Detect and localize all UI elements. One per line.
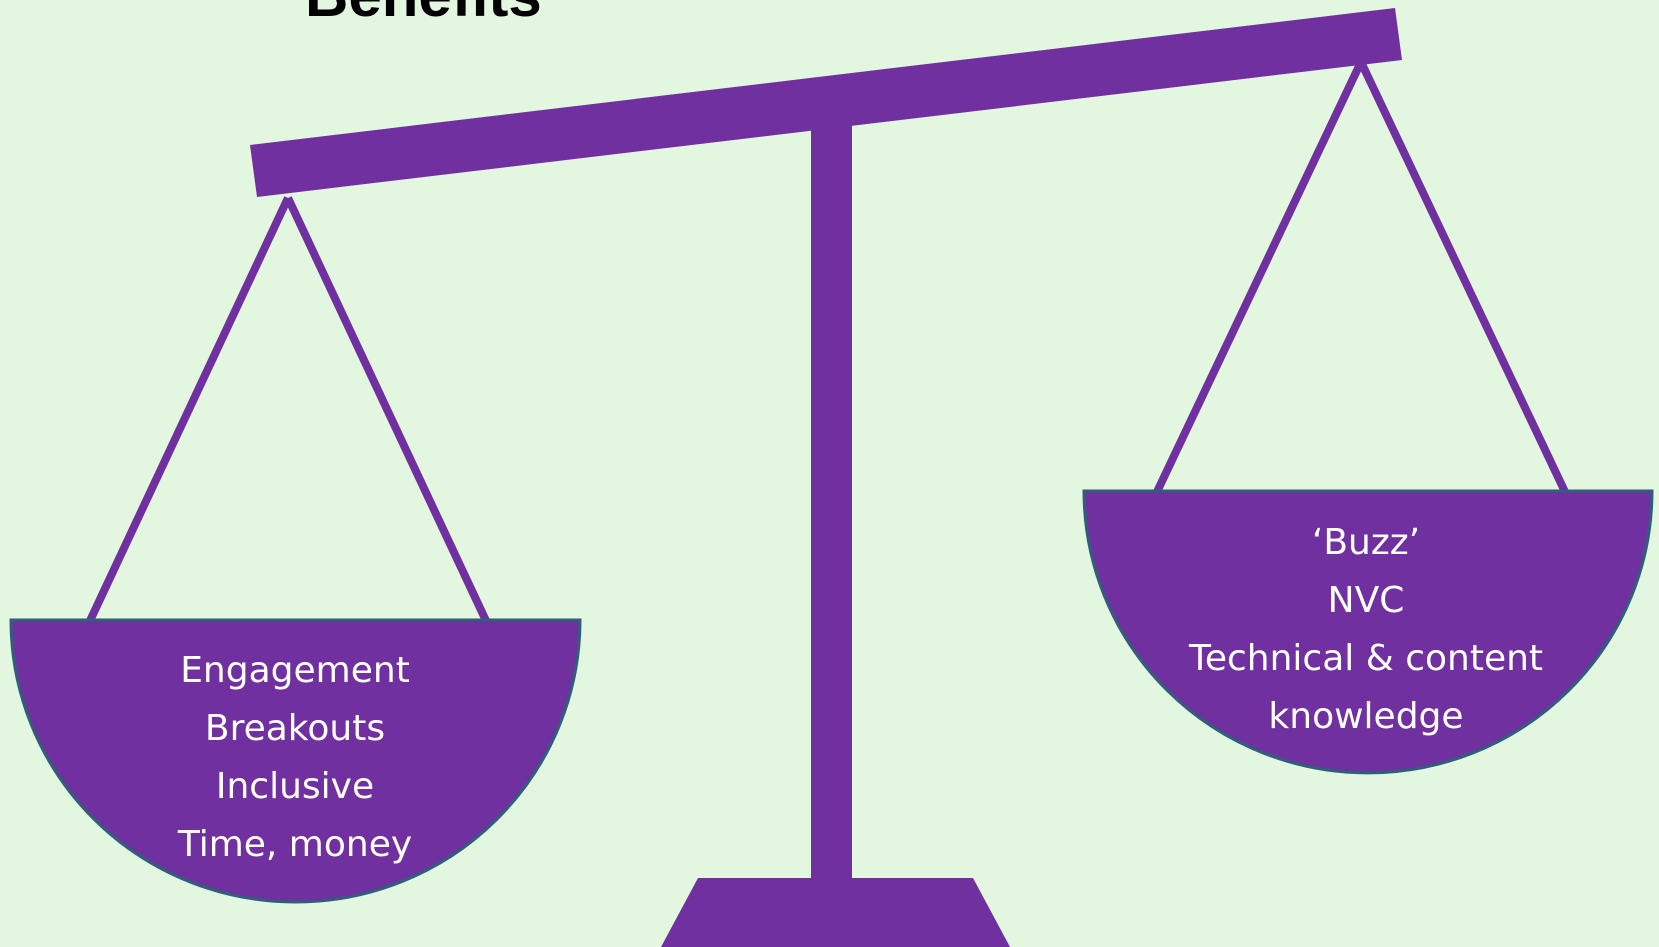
left-pan-item: Engagement (180, 650, 410, 691)
left-pan-item: Inclusive (215, 766, 375, 807)
page-title: Benefits (305, 0, 542, 26)
right-pan-item: NVC (1327, 580, 1405, 621)
left-pan-item: Time, money (177, 824, 413, 865)
right-pan-bowl (1082, 489, 1654, 775)
right-pan-item: Technical & content (1188, 638, 1544, 679)
left-pan-string-left (84, 196, 292, 627)
left-pan-item: Breakouts (204, 708, 386, 749)
scale-beam (250, 8, 1402, 197)
left-pan-list: Engagement Breakouts Inclusive Time, mon… (115, 642, 475, 874)
right-pan-item: ‘Buzz’ (1311, 522, 1421, 563)
right-pan-list: ‘Buzz’ NVC Technical & content knowledge (1126, 514, 1606, 746)
left-pan-bowl (9, 618, 582, 904)
left-pan-string-right (284, 196, 492, 627)
scale-pillar (811, 120, 852, 880)
scale-base (661, 878, 1010, 947)
right-pan-item: knowledge (1268, 696, 1464, 737)
right-pan-string-left (1151, 60, 1365, 498)
right-pan-string-right (1357, 60, 1571, 498)
